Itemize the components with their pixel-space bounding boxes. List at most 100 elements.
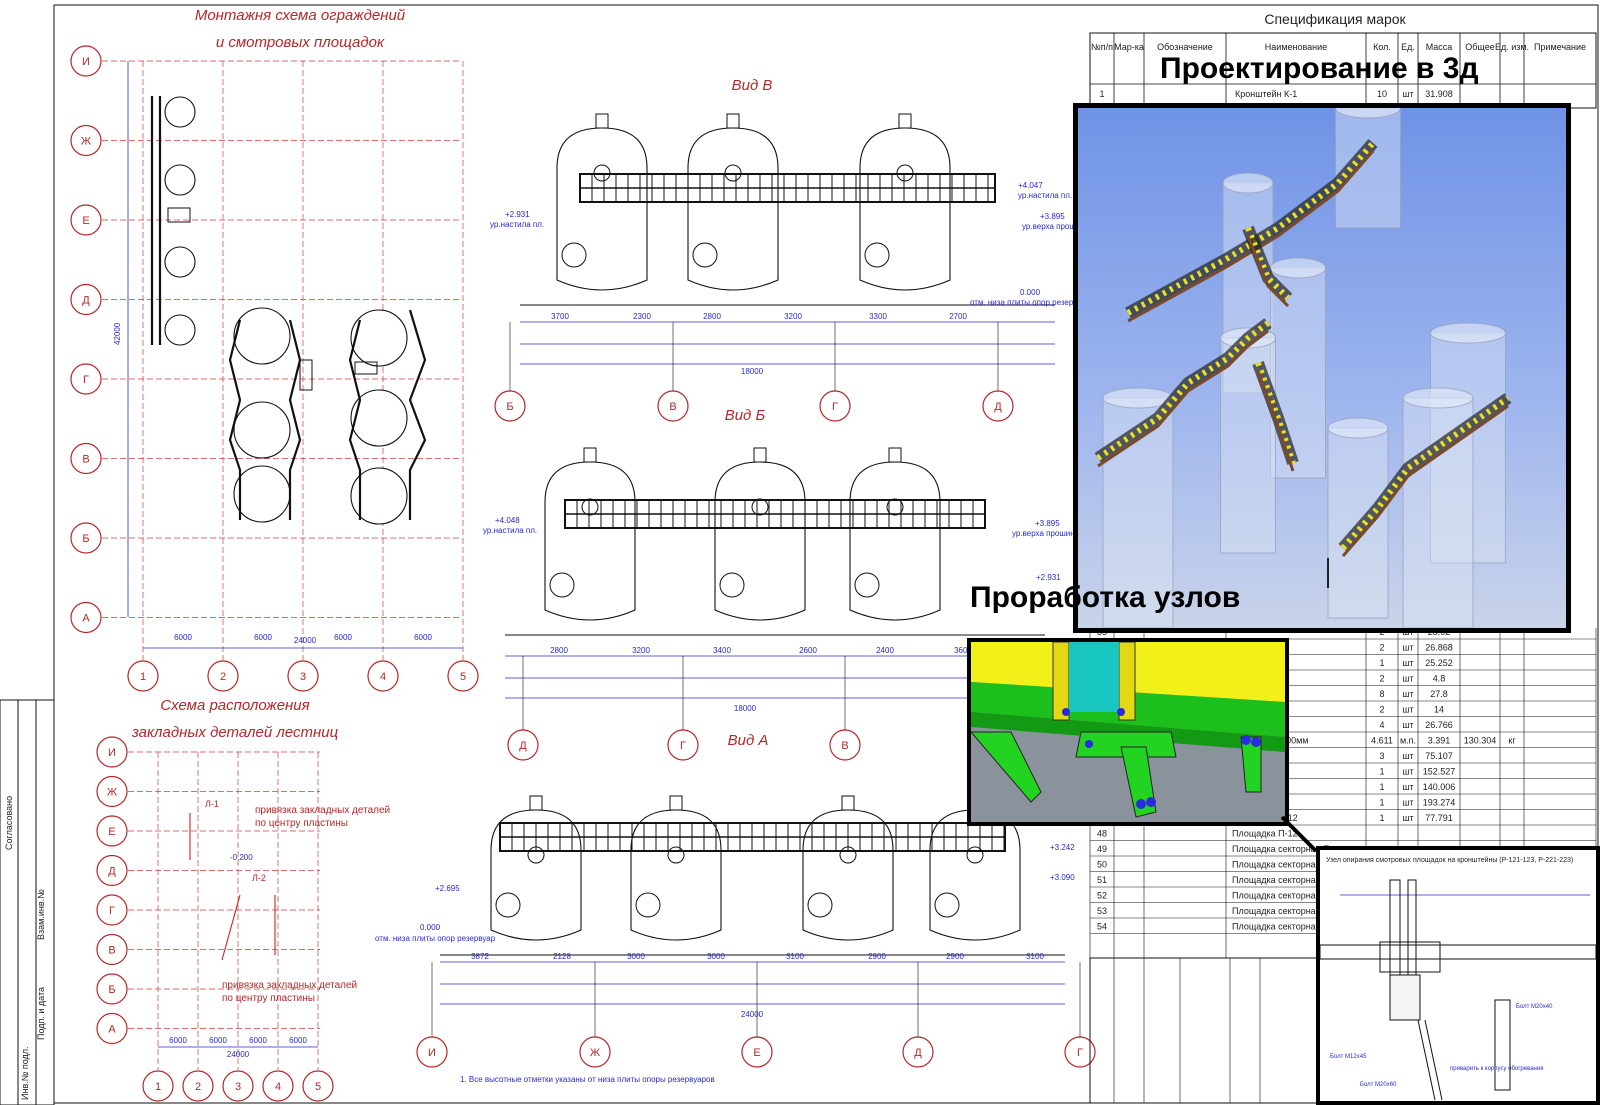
svg-text:3200: 3200 xyxy=(784,312,802,321)
svg-text:Д: Д xyxy=(108,866,116,878)
svg-text:3100: 3100 xyxy=(1026,952,1044,961)
axis-row-bottom-Ж: Ж xyxy=(96,775,128,808)
svg-text:2300: 2300 xyxy=(633,312,651,321)
embedded-note-2b: по центру пластины xyxy=(222,993,315,1004)
svg-text:Кол.: Кол. xyxy=(1373,42,1391,52)
elev-3090: +3.090 xyxy=(1050,873,1075,882)
spec-title: Спецификация марок xyxy=(1264,11,1406,27)
svg-text:шт: шт xyxy=(1402,798,1413,808)
svg-text:Г: Г xyxy=(109,905,115,917)
detail-note: приварить к корпусу обогревания xyxy=(1450,1066,1543,1072)
svg-text:6000: 6000 xyxy=(289,1036,307,1045)
tank-plan xyxy=(164,96,196,128)
svg-text:1: 1 xyxy=(1379,798,1384,808)
detail-title: Узел опирания смотровых площадок на крон… xyxy=(1326,856,1573,864)
view-axis-viewA-Е: Е xyxy=(741,1036,773,1068)
svg-text:51: 51 xyxy=(1097,875,1107,885)
axis-row-bottom-Б: Б xyxy=(96,973,128,1005)
dim-18000-v: 18000 xyxy=(741,367,764,376)
view-axis-viewV-Д: Д xyxy=(982,390,1014,422)
embedded-title-1: Схема расположения xyxy=(160,697,309,714)
detail-bolt1: Болт М20х40 xyxy=(1516,1004,1553,1010)
svg-text:Примечание: Примечание xyxy=(1534,42,1586,52)
svg-text:А: А xyxy=(108,1024,116,1036)
elev-top-support-2: ур.верха прошин xyxy=(1012,529,1075,538)
svg-text:шт: шт xyxy=(1402,705,1413,715)
svg-text:3300: 3300 xyxy=(869,312,887,321)
svg-text:Наименование: Наименование xyxy=(1265,42,1327,52)
axis-row-bottom-А: А xyxy=(96,1012,128,1045)
svg-text:6000: 6000 xyxy=(209,1036,227,1045)
axis-row-Е: Е xyxy=(70,204,102,236)
svg-text:И: И xyxy=(428,1047,436,1059)
svg-text:53: 53 xyxy=(1097,906,1107,916)
svg-text:5: 5 xyxy=(460,671,466,683)
svg-text:1: 1 xyxy=(1379,782,1384,792)
svg-text:27.8: 27.8 xyxy=(1430,689,1448,699)
axis-row-bottom-Е: Е xyxy=(96,815,128,847)
svg-text:Б: Б xyxy=(506,401,513,413)
svg-text:В: В xyxy=(82,454,89,466)
stamp-agreed: Согласовано xyxy=(4,796,14,850)
svg-text:6000: 6000 xyxy=(249,1036,267,1045)
svg-text:Е: Е xyxy=(753,1047,760,1059)
svg-text:3.391: 3.391 xyxy=(1428,736,1451,746)
svg-text:152.527: 152.527 xyxy=(1423,767,1456,777)
elev-deck-3: ур.настила пл. xyxy=(483,526,537,535)
dim-42000: 42000 xyxy=(113,322,122,345)
svg-text:Е: Е xyxy=(82,215,89,227)
axis-row-И: И xyxy=(70,45,102,77)
svg-text:6000: 6000 xyxy=(254,633,272,642)
dim-24000-top: 24000 xyxy=(294,636,317,645)
axis-row-Ж: Ж xyxy=(70,124,102,157)
tank-plan xyxy=(164,314,196,346)
svg-text:1: 1 xyxy=(1379,767,1384,777)
svg-text:3000: 3000 xyxy=(627,952,645,961)
dim-18000-b: 18000 xyxy=(734,704,757,713)
axis-col-1: 1 xyxy=(127,660,159,692)
elev-bottom-a: отм. низа плиты опор резервуар xyxy=(375,934,496,943)
node-pointer-arrow xyxy=(1280,815,1318,853)
svg-text:шт: шт xyxy=(1402,751,1413,761)
svg-text:3: 3 xyxy=(235,1081,241,1093)
svg-text:1: 1 xyxy=(155,1081,161,1093)
svg-text:Е: Е xyxy=(108,826,115,838)
node-detail-panel xyxy=(967,638,1289,826)
svg-text:3: 3 xyxy=(1379,751,1384,761)
axis-col-bottom-2: 2 xyxy=(182,1070,214,1102)
svg-text:8: 8 xyxy=(1379,689,1384,699)
axis-col-bottom-5: 5 xyxy=(302,1070,334,1102)
svg-text:6000: 6000 xyxy=(169,1036,187,1045)
svg-text:Г: Г xyxy=(83,374,89,386)
elev-3242: +3.242 xyxy=(1050,843,1075,852)
svg-text:Площадка секторная П-6: Площадка секторная П-6 xyxy=(1232,906,1338,916)
svg-text:2: 2 xyxy=(1379,643,1384,653)
svg-text:2400: 2400 xyxy=(876,646,894,655)
embedded-note-2a: привязка закладных деталей xyxy=(222,980,357,991)
overlay-nodes: Проработка узлов xyxy=(970,581,1241,614)
axis-col-4: 4 xyxy=(367,660,399,692)
embedded-elev: -0.200 xyxy=(230,853,253,862)
svg-text:м.п.: м.п. xyxy=(1400,736,1416,746)
view-axis-viewB-Г: Г xyxy=(667,729,699,761)
svg-text:Ж: Ж xyxy=(590,1047,600,1059)
axis-row-Г: Г xyxy=(70,363,102,395)
axis-row-Б: Б xyxy=(70,522,102,554)
svg-text:шт: шт xyxy=(1402,767,1413,777)
svg-text:шт: шт xyxy=(1402,674,1413,684)
elev-4047: +4.047 xyxy=(1018,181,1043,190)
svg-text:Г: Г xyxy=(1077,1047,1083,1059)
axis-row-bottom-Д: Д xyxy=(96,854,128,887)
svg-text:шт: шт xyxy=(1402,89,1413,99)
elev-bottom-v: отм. низа плиты опор резервуар xyxy=(970,298,1091,307)
support-node-detail: Узел опирания смотровых площадок на крон… xyxy=(1316,846,1600,1105)
svg-text:Общее: Общее xyxy=(1465,42,1494,52)
svg-text:Обозначение: Обозначение xyxy=(1157,42,1213,52)
